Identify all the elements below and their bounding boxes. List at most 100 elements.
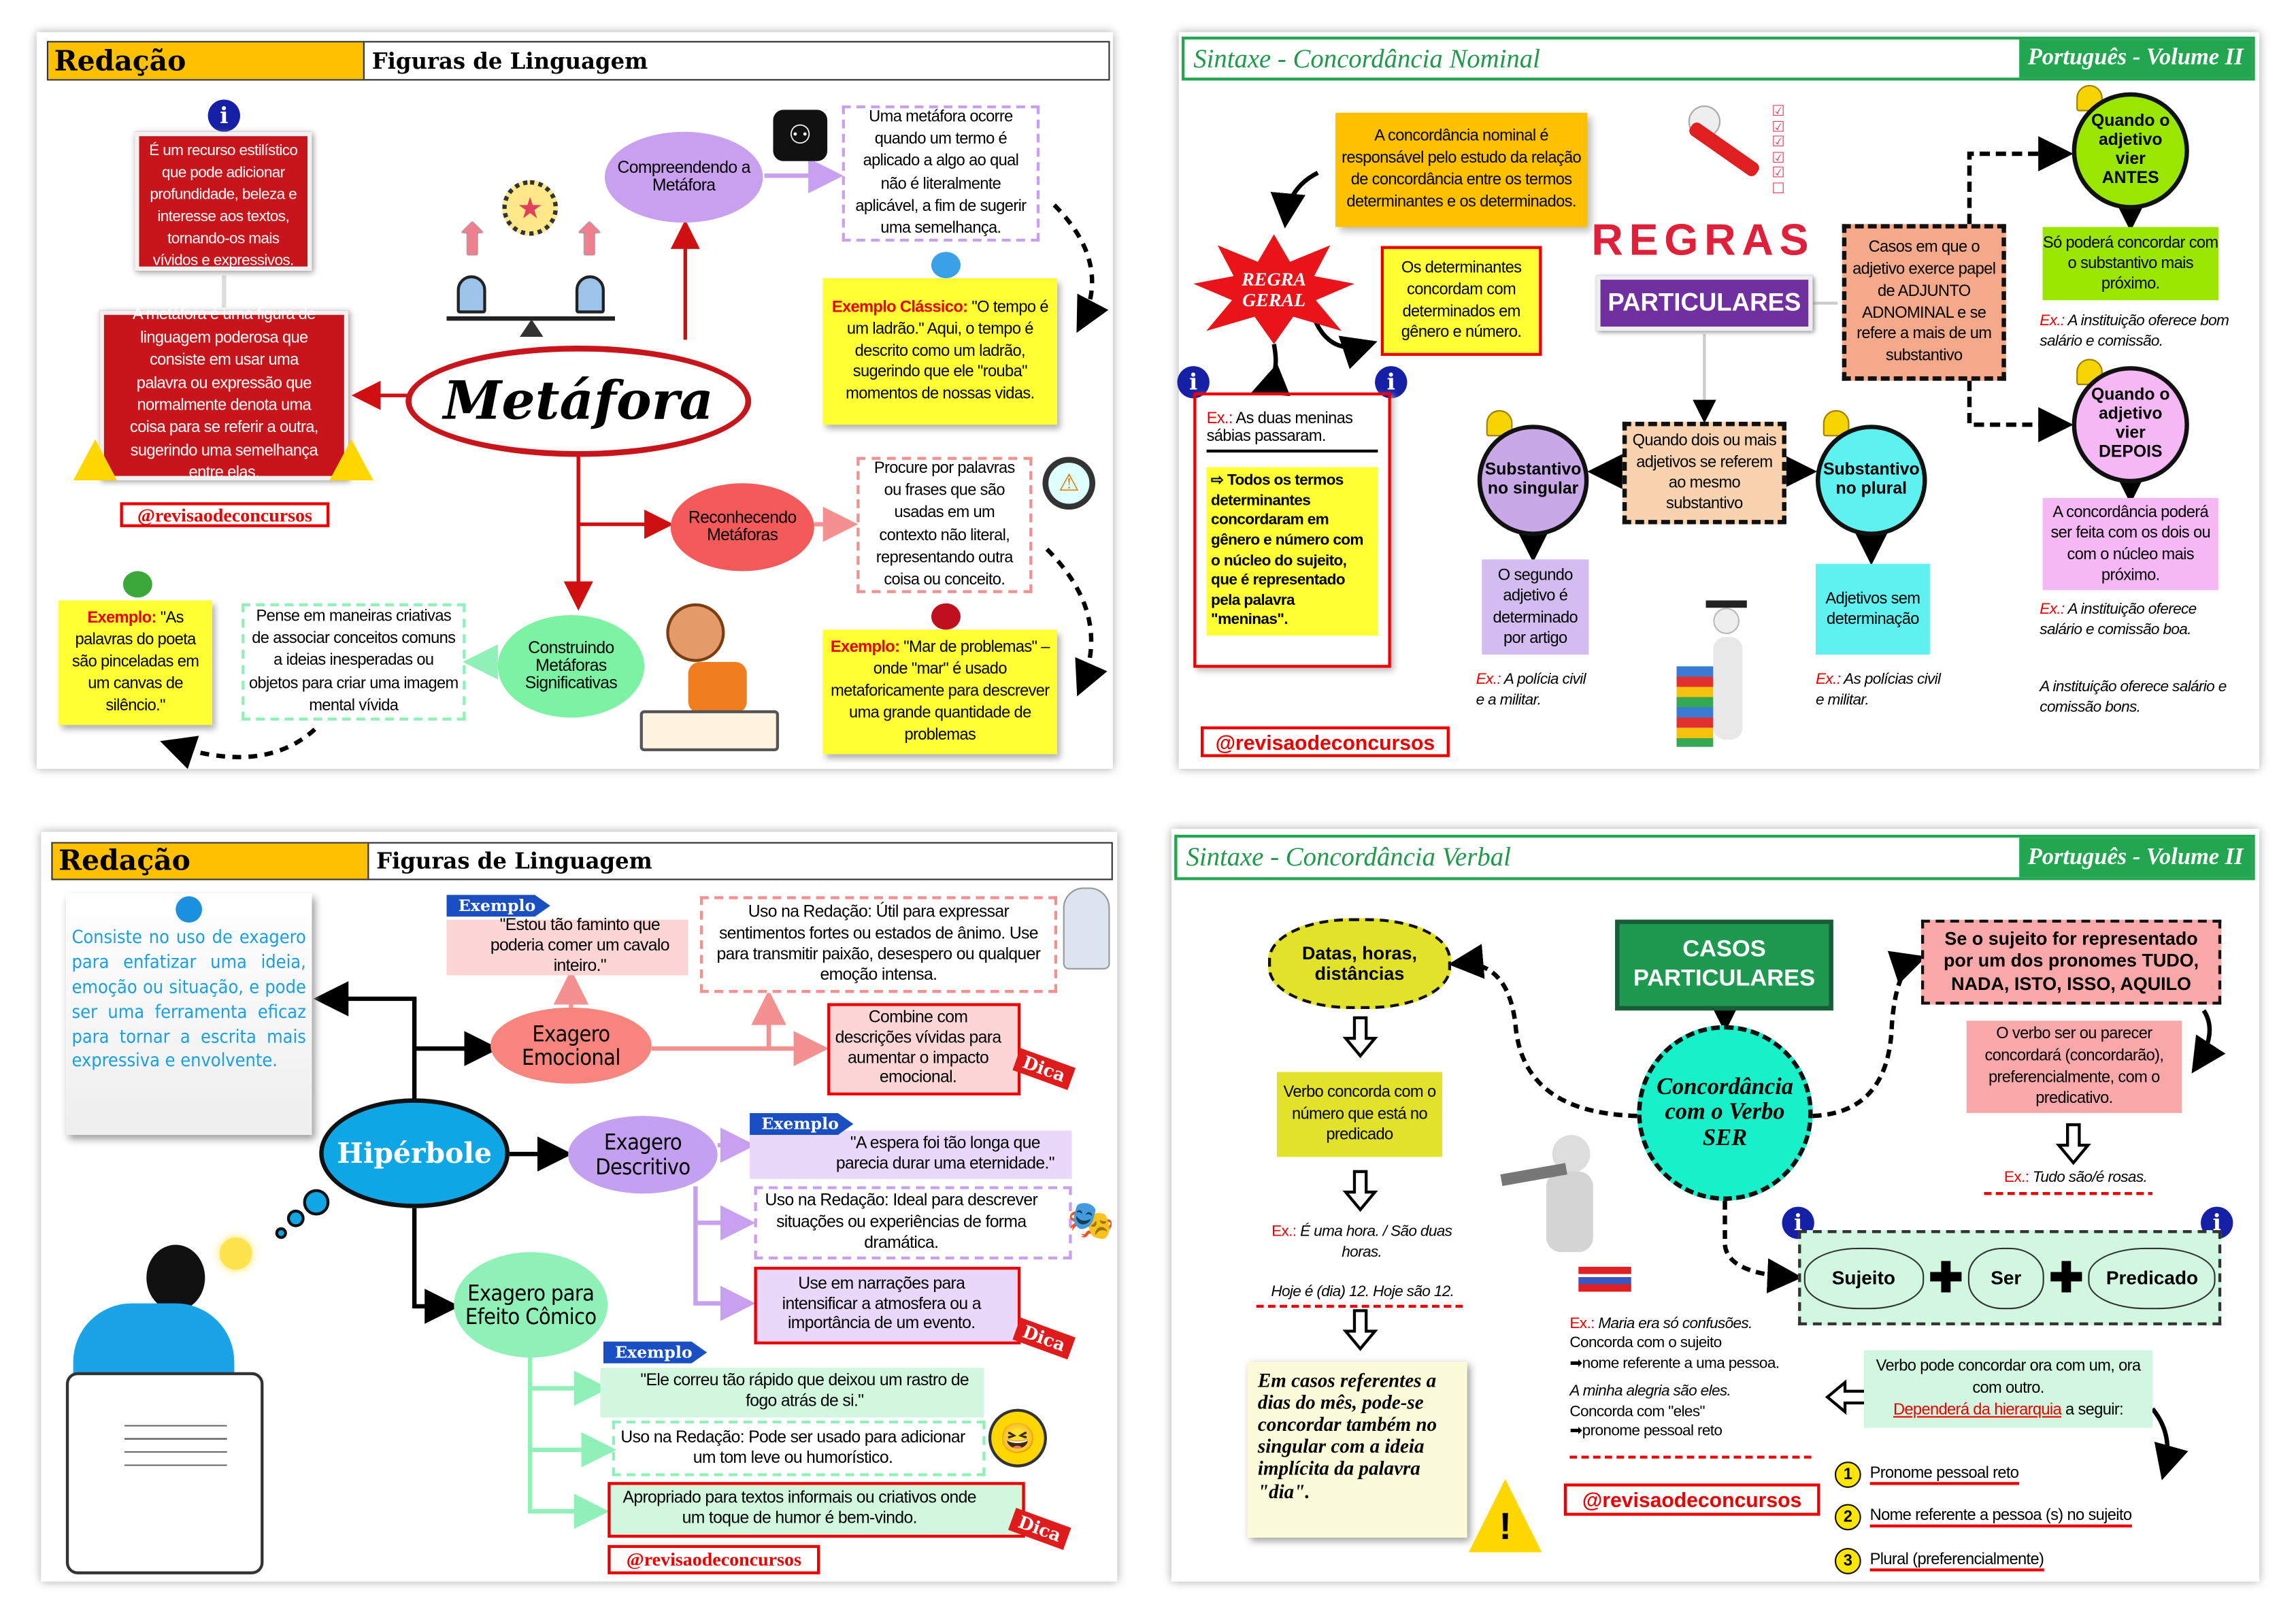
volume-label: Português - Volume II <box>2018 39 2252 78</box>
number-badge: 2 <box>1834 1504 1861 1531</box>
formula-subject: Sujeito <box>1803 1246 1924 1309</box>
dates-example-text: É uma hora. / São duas horas. <box>1300 1223 1452 1261</box>
plural-rule-box: Adjetivos sem determinação <box>1815 563 1930 655</box>
magnifier-icon: ⚠ <box>1042 457 1095 510</box>
plus-icon: ✚ <box>2049 1255 2084 1301</box>
maria-note-2: nome referente a uma pessoa. <box>1582 1354 1780 1372</box>
may-agree-box: Verbo pode concordar ora com um, ora com… <box>1864 1350 2153 1428</box>
adjective-after-circle: Quando o adjetivo vier DEPOIS <box>2072 366 2189 484</box>
handshake-icon: ⚇ <box>773 110 828 161</box>
recognize-text: Procure por palavras ou frases que são u… <box>856 457 1033 593</box>
example-label: Ex.: <box>1476 670 1501 689</box>
comic-usage: Uso na Redação: Pode ser usado para adic… <box>612 1420 986 1476</box>
branch-build: Construindo Metáforas Significativas <box>497 615 645 718</box>
arrow-up-icon: ⬆ <box>454 216 491 265</box>
handle-label: @revisaodeconcursos <box>608 1544 820 1574</box>
classic-example-note: Exemplo Clássico: "O tempo é um ladrão."… <box>822 278 1058 425</box>
alegria-example-text: A minha alegria são eles. <box>1569 1383 1731 1401</box>
lightbulb-icon <box>219 1237 252 1270</box>
example-label: Ex.: <box>2040 312 2065 330</box>
arrow-right-icon: ➡ <box>1569 1422 1582 1440</box>
after-rule-box: A concordância poderá ser feita com os d… <box>2042 497 2218 591</box>
hierarchy-tail-text: a seguir: <box>2065 1401 2124 1419</box>
thought-bubble-icon <box>286 1209 305 1227</box>
particulares-box: PARTICULARES <box>1596 275 1813 331</box>
alegria-note-2: pronome pessoal reto <box>1582 1422 1723 1440</box>
hierarchy-label: Pronome pessoal reto <box>1869 1464 2019 1485</box>
example-label: Ex.: <box>1569 1315 1595 1333</box>
alegria-note: Concorda com "eles" <box>1569 1402 1705 1421</box>
child-body-illustration <box>688 661 747 714</box>
poet-example-label: Exemplo: <box>87 610 156 628</box>
balance-pivot-icon <box>520 319 544 337</box>
arrow-up-icon: ⬆ <box>571 216 608 265</box>
central-topic-metafora: Metáfora <box>405 345 752 457</box>
number-badge: 3 <box>1834 1548 1861 1574</box>
poet-example-text: "As palavras do poeta são pinceladas em … <box>71 610 199 714</box>
definition-note: Consiste no uso de exagero para enfatiza… <box>65 893 312 1136</box>
star-badge-icon: ★ <box>502 180 559 236</box>
may-agree-text: Verbo pode concordar ora com um, ora com… <box>1876 1357 2141 1398</box>
comic-tip: Apropriado para textos informais ou cria… <box>608 1482 1025 1538</box>
maria-example: Ex.: Maria era só confusões. Concorda co… <box>1569 1315 1818 1442</box>
example-label: Ex.: <box>2003 1168 2029 1187</box>
descriptive-tip: Use em narrações para intensificar a atm… <box>754 1266 1021 1344</box>
before-example-text: A instituição oferece bom salário e comi… <box>2040 312 2229 350</box>
adjective-before-circle: Quando o adjetivo vier ANTES <box>2072 92 2189 210</box>
descriptive-usage: Uso na Redação: Ideal para descrever sit… <box>754 1186 1072 1260</box>
header-bar: Sintaxe - Concordância Verbal Português … <box>1174 834 2255 880</box>
book-icon <box>639 710 780 752</box>
volume-label: Português - Volume II <box>2018 838 2252 878</box>
maria-note: Concorda com o sujeito <box>1569 1334 1722 1353</box>
comic-exaggeration-node: Exagero para Efeito Cômico <box>454 1252 608 1358</box>
example-tag: Exemplo <box>750 1112 854 1136</box>
before-example: Ex.: A instituição oferece bom salário e… <box>2040 312 2233 352</box>
dates-example: Ex.: É uma hora. / São duas horas. <box>1252 1223 1471 1263</box>
pronouns-case-box: Se o sujeito for representado por um dos… <box>1920 919 2222 1005</box>
arrow-right-icon: ⇨ <box>1211 472 1227 489</box>
subject-label: Redação <box>48 42 365 80</box>
general-example-box: Ex.: As duas meninas sábias passaram. ⇨ … <box>1193 392 1391 668</box>
header-bar: Redação Figuras de Linguagem <box>46 41 1110 81</box>
emotional-exaggeration-node: Exagero Emocional <box>490 1007 652 1084</box>
example-tag: Exemplo <box>446 895 550 917</box>
example-label: Ex.: <box>2040 600 2065 618</box>
plural-noun-circle: Substantivo no plural <box>1815 425 1927 536</box>
before-rule-box: Só poderá concordar com o substantivo ma… <box>2042 227 2218 301</box>
definition-text: Consiste no uso de exagero para enfatiza… <box>71 925 306 1072</box>
adjunct-case-box: Casos em que o adjetivo exerce papel de … <box>1842 224 2006 381</box>
sea-example-text: "Mar de problemas" – onde "mar" é usado … <box>831 639 1050 744</box>
branch-understand: Compreendendo a Metáfora <box>604 131 763 223</box>
sea-example-note: Exemplo: "Mar de problemas" – onde "mar"… <box>822 629 1058 755</box>
emotional-usage: Uso na Redação: Útil para expressar sent… <box>699 896 1058 993</box>
descriptive-exaggeration-node: Exagero Descritivo <box>568 1116 718 1194</box>
theater-masks-icon: 🎭 <box>1067 1197 1115 1242</box>
example-label: Ex.: <box>1815 670 1841 689</box>
example-label: Ex.: <box>1271 1223 1297 1241</box>
pushpin-icon <box>176 896 203 923</box>
pronouns-example-text: Tudo são/é rosas. <box>2032 1168 2148 1187</box>
woman-with-idea-illustration <box>65 1193 322 1574</box>
classic-example-text: "O tempo é um ladrão." Aqui, o tempo é d… <box>846 298 1048 403</box>
handle-label: @revisaodeconcursos <box>1200 726 1450 757</box>
pushpin-icon <box>122 571 152 598</box>
info-box: É um recurso estilístico que pode adicio… <box>135 131 312 271</box>
singular-noun-circle: Substantivo no singular <box>1477 425 1589 536</box>
warning-icon <box>73 439 118 480</box>
graduate-with-books-illustration <box>1676 600 1779 747</box>
pronouns-example: Ex.: Tudo são/é rosas. <box>1984 1169 2167 1187</box>
descriptive-example: "A espera foi tão longa que parecia dura… <box>750 1130 1072 1179</box>
header-bar: Redação Figuras de Linguagem <box>51 842 1113 880</box>
formula-box: Sujeito ✚ Ser ✚ Predicado <box>1798 1230 2222 1325</box>
thought-bubble-icon <box>303 1189 330 1216</box>
arrow-right-icon: ➡ <box>1569 1354 1582 1372</box>
pushpin-icon <box>931 603 961 630</box>
child-reading-illustration <box>666 603 725 662</box>
dates-note: Em casos referentes a dias do mês, pode-… <box>1247 1361 1467 1538</box>
sea-example-label: Exemplo: <box>830 639 900 657</box>
special-cases-box: CASOS PARTICULARES <box>1615 919 1833 1011</box>
hierarchy-label: Nome referente a pessoa (s) no sujeito <box>1869 1507 2132 1527</box>
person-icon <box>575 275 605 314</box>
hierarchy-item: 2 Nome referente a pessoa (s) no sujeito <box>1834 1493 2201 1540</box>
emotional-tip: Combine com descrições vívidas para aume… <box>827 1003 1021 1095</box>
